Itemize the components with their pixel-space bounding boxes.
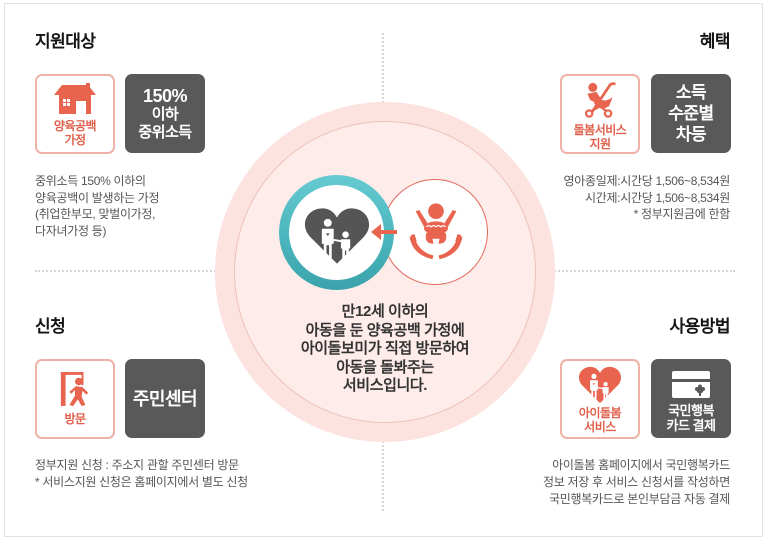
application-description: 정부지원 신청 : 주소지 관할 주민센터 방문 * 서비스지원 신청은 홈페이… [35, 457, 248, 490]
usage-description: 아이돌봄 홈페이지에서 국민행복카드 정보 저장 후 서비스 신청서를 작성하면… [543, 457, 730, 508]
description-line: 영아종일제:시간당 1,506~8,534원 [563, 174, 731, 188]
center-line: 아동을 돌봐주는 [336, 358, 434, 376]
benefits-description: 영아종일제:시간당 1,506~8,534원 시간제:시간당 1,506~8,5… [564, 173, 731, 223]
description-line: 중위소득 150% 이하의 [35, 174, 146, 188]
benefits-badge-income-tier: 소득 수준별 차등 [651, 74, 731, 153]
description-line: 정부지원 신청 : 주소지 관할 주민센터 방문 [35, 458, 239, 472]
eligibility-badge-household: 양육공백 가정 [35, 74, 115, 154]
walking-through-door-icon [60, 372, 89, 406]
card-icon [672, 371, 710, 398]
heart-family-icon [578, 366, 622, 404]
description-line: * 서비스지원 신청은 홈페이지에서 별도 신청 [35, 474, 248, 489]
badge-label: 수준별 [668, 104, 714, 123]
arrow-left-icon [371, 224, 397, 240]
center-line: 서비스입니다. [342, 377, 428, 394]
badge-label: 국민행복 [668, 403, 714, 418]
badge-label: 방문 [64, 412, 86, 426]
description-line: 아이돌봄 홈페이지에서 국민행복카드 [552, 458, 730, 472]
usage-badge-childcare-service: 아이돌봄 서비스 [560, 359, 640, 439]
center-line: 아이돌보미가 직접 방문하여 [300, 340, 470, 357]
house-icon [54, 83, 96, 114]
application-badge-visit: 방문 [35, 359, 115, 439]
badge-label: 양육공백 [53, 119, 97, 133]
badge-label: 돌봄서비스 [573, 123, 627, 137]
description-line: 국민행복카드로 본인부담금 자동 결제 [549, 492, 730, 506]
eligibility-title: 지원대상 [35, 32, 96, 51]
stroller-icon [584, 82, 616, 118]
benefits-title: 혜택 [699, 32, 731, 51]
center-circle-inner [234, 121, 536, 423]
description-line: * 정부지원금에 한함 [633, 207, 731, 221]
usage-title: 사용방법 [669, 317, 730, 336]
center-line: 아동을 둔 양육공백 가정에 [305, 321, 465, 339]
description-line: 양육공백이 발생하는 가정 [35, 190, 160, 205]
badge-label: 지원 [589, 137, 611, 151]
badge-label: 이하 [151, 105, 179, 123]
description-line: 정보 저장 후 서비스 신청서를 작성하면 [542, 475, 730, 489]
application-badge-community-center: 주민센터 [125, 359, 205, 438]
badge-label: 소득 [675, 83, 707, 102]
badge-label: 150% [142, 85, 188, 106]
application-title: 신청 [35, 317, 66, 336]
baby-in-hands-icon [409, 203, 463, 260]
infographic-frame [4, 3, 763, 537]
center-line: 만12세 이하의 [341, 303, 429, 320]
badge-label: 차등 [675, 125, 707, 144]
benefits-badge-care-support: 돌봄서비스 지원 [560, 74, 640, 154]
center-description: 만12세 이하의 아동을 둔 양육공백 가정에 아이돌보미가 직접 방문하여 아… [235, 303, 535, 396]
description-line: (취업한부모, 맞벌이가정, [35, 207, 156, 221]
heart-family-icon [304, 208, 370, 264]
description-line: 다자녀가정 등) [35, 223, 107, 238]
description-line: 시간제:시간당 1,506~8,534원 [584, 190, 730, 205]
badge-label: 서비스 [584, 420, 616, 434]
usage-badge-happiness-card: 국민행복 카드 결제 [651, 359, 731, 438]
eligibility-badge-income: 150% 이하 중위소득 [125, 74, 205, 153]
eligibility-description: 중위소득 150% 이하의 양육공백이 발생하는 가정 (취업한부모, 맞벌이가… [35, 173, 160, 239]
badge-label: 중위소득 [138, 123, 192, 141]
badge-label: 카드 결제 [666, 418, 716, 433]
badge-label: 아이돌봄 [578, 406, 622, 420]
badge-label: 가정 [64, 133, 86, 147]
badge-label: 주민센터 [132, 388, 198, 409]
